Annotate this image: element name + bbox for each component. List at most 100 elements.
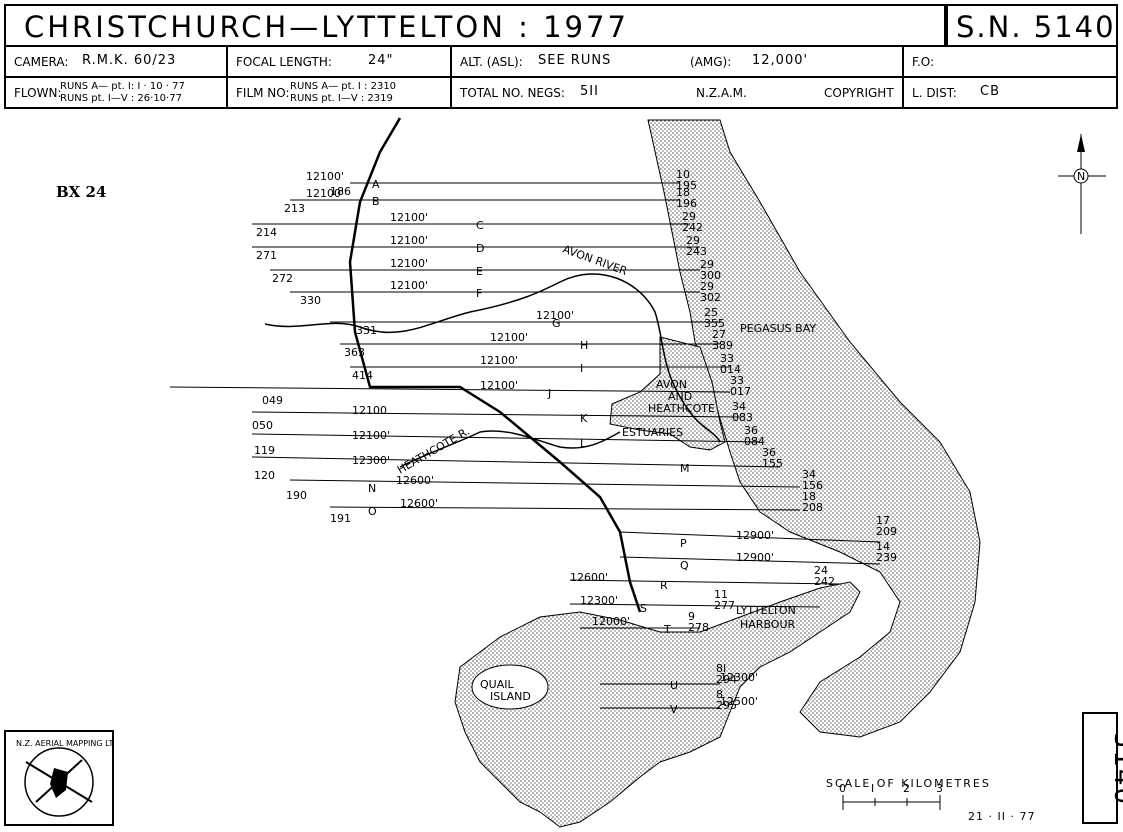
east-frame-bottom-15: 209 <box>876 525 897 538</box>
scale-tick-2: 2 <box>903 782 910 795</box>
alt-label: ALT. (ASL): <box>460 55 523 69</box>
focal-cell: FOCAL LENGTH: 24" <box>228 47 452 76</box>
east-frame-top-19: 9 <box>688 610 695 623</box>
run-altitude-N: 12600' <box>396 474 434 487</box>
place-estuaries: ESTUARIES <box>622 426 683 439</box>
fo-label: F.O: <box>912 55 935 69</box>
east-frame-top-15: 17 <box>876 514 890 527</box>
east-frame-bottom-17: 242 <box>814 575 835 588</box>
railway-line <box>348 117 642 613</box>
east-frame-top-13: 34 <box>802 468 816 481</box>
east-frame-top-8: 33 <box>720 352 734 365</box>
alt-value: SEE RUNS <box>538 53 612 68</box>
run-letter-L: L <box>580 437 587 450</box>
east-frame-top-20: 8I <box>716 662 726 675</box>
run-left-frame-J: 049 <box>262 394 283 407</box>
run-letter-P: P <box>680 537 687 550</box>
run-left-frame-B: 213 <box>284 202 305 215</box>
flight-plan-map: AVON RIVER PEGASUS BAY AVON AND HEATHCOT… <box>169 117 1106 828</box>
run-left-frame-N: 190 <box>286 489 307 502</box>
run-altitude-L: 12100' <box>352 429 390 442</box>
negs-cell: TOTAL NO. NEGS: 5II N.Z.A.M. COPYRIGHT <box>452 78 904 107</box>
flown-cell: FLOWN: RUNS A— pt. I: I · 10 · 77 RUNS p… <box>6 78 228 107</box>
logo-icon: N.Z. AERIAL MAPPING LTD. <box>16 739 122 817</box>
east-frame-bottom-10: 083 <box>732 411 753 424</box>
place-avon-river: AVON RIVER <box>561 243 629 278</box>
east-frame-labels: 1019518196292422924329300293022535527389… <box>676 168 897 712</box>
run-letter-R: R <box>660 579 668 592</box>
banks-peninsula <box>454 581 861 828</box>
east-frame-bottom-4: 300 <box>700 269 721 282</box>
film-cell: FILM NO: RUNS A— pt. I : 2310 RUNS pt. I… <box>228 78 452 107</box>
run-left-frame-A: 186 <box>330 185 351 198</box>
run-altitude-C: 12100' <box>390 211 428 224</box>
run-left-frame-L: 119 <box>254 444 275 457</box>
place-lyttelton: LYTTELTON <box>736 604 796 617</box>
run-letter-G: G <box>552 317 561 330</box>
amg-value: 12,000' <box>752 53 809 68</box>
header-row-flown: FLOWN: RUNS A— pt. I: I · 10 · 77 RUNS p… <box>4 78 1118 109</box>
east-frame-top-12: 36 <box>762 446 776 459</box>
east-frame-top-4: 29 <box>700 258 714 271</box>
east-frame-top-14: 18 <box>802 490 816 503</box>
camera-label: CAMERA: <box>14 55 69 69</box>
place-quail: QUAIL <box>480 678 514 691</box>
flown-line-1: RUNS A— pt. I: I · 10 · 77 <box>60 81 185 92</box>
place-and: AND <box>668 390 692 403</box>
map-title: CHRISTCHURCH—LYTTELTON : 1977 <box>24 10 629 44</box>
heathcote-river <box>399 430 621 468</box>
film-label: FILM NO: <box>236 86 290 100</box>
east-frame-top-6: 25 <box>704 306 718 319</box>
run-letter-U: U <box>670 679 678 692</box>
run-altitude-Q: 12900' <box>736 551 774 564</box>
flown-label: FLOWN: <box>14 86 62 100</box>
east-frame-top-11: 36 <box>744 424 758 437</box>
run-altitude-D: 12100' <box>390 234 428 247</box>
north-arrow: N <box>1058 134 1106 234</box>
east-frame-top-9: 33 <box>730 374 744 387</box>
run-letter-O: O <box>368 505 377 518</box>
east-frame-top-5: 29 <box>700 280 714 293</box>
run-letter-V: V <box>670 703 678 716</box>
east-frame-top-2: 29 <box>682 210 696 223</box>
place-pegasus-bay: PEGASUS BAY <box>740 322 816 335</box>
sheet-number-box: S.N. 5140 <box>946 4 1118 47</box>
run-letter-J: J <box>547 387 551 400</box>
place-harbour: HARBOUR <box>740 618 796 631</box>
east-frame-bottom-13: 156 <box>802 479 823 492</box>
east-frame-top-7: 27 <box>712 328 726 341</box>
run-altitude-F: 12100' <box>390 279 428 292</box>
ldist-cell: L. DIST: CB <box>904 78 1116 107</box>
east-frame-bottom-7: 389 <box>712 339 733 352</box>
place-heathcote-r: HEATHCOTE R. <box>395 425 472 477</box>
film-line-2: RUNS pt. I—V : 2319 <box>290 93 393 104</box>
nz-aerial-mapping-logo: N.Z. AERIAL MAPPING LTD. <box>4 730 122 826</box>
place-avon: AVON <box>656 378 687 391</box>
scale-tick-1: I <box>871 782 874 795</box>
negs-label: TOTAL NO. NEGS: <box>460 86 565 100</box>
east-frame-bottom-2: 242 <box>682 221 703 234</box>
camera-value: R.M.K. 60/23 <box>82 53 177 68</box>
focal-value: 24" <box>368 53 394 68</box>
run-altitude-E: 12100' <box>390 257 428 270</box>
run-altitude-U: 12300' <box>720 671 758 684</box>
east-frame-top-3: 29 <box>686 234 700 247</box>
east-frame-top-0: 10 <box>676 168 690 181</box>
east-frame-bottom-11: 084 <box>744 435 765 448</box>
east-frame-top-1: 18 <box>676 186 690 199</box>
run-altitude-P: 12900' <box>736 529 774 542</box>
run-altitude-A: 12100' <box>306 170 344 183</box>
east-frame-bottom-16: 239 <box>876 551 897 564</box>
ldist-value: CB <box>980 84 1000 99</box>
east-frame-top-17: 24 <box>814 564 828 577</box>
run-altitude-H: 12100' <box>490 331 528 344</box>
scale-tick-3: 3 <box>936 782 943 795</box>
run-left-frame-I: 414 <box>352 369 373 382</box>
quail-island <box>471 664 549 710</box>
run-left-frame-D: 271 <box>256 249 277 262</box>
east-frame-bottom-8: 014 <box>720 363 741 376</box>
east-frame-bottom-6: 355 <box>704 317 725 330</box>
run-letter-T: T <box>663 623 671 636</box>
ldist-label: L. DIST: <box>912 86 957 100</box>
run-letter-I: I <box>580 362 583 375</box>
